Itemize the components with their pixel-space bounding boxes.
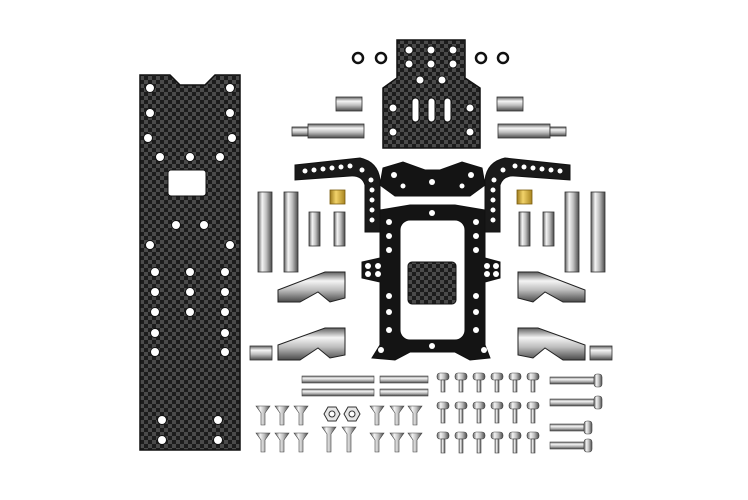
left-posts [257, 191, 346, 273]
right-posts [518, 191, 606, 273]
hex-nuts [323, 406, 361, 422]
upper-bridge-plate [379, 161, 486, 197]
main-chassis-plate [139, 74, 241, 451]
o-rings [351, 51, 510, 65]
top-front-plate [382, 39, 481, 149]
button-head-screws [436, 372, 540, 454]
long-screws [301, 373, 603, 453]
center-bulkhead-frame [361, 204, 501, 361]
right-knuckles [517, 271, 586, 361]
left-drilled-arm [294, 157, 381, 233]
left-knuckles [277, 271, 346, 361]
short-standoffs [335, 96, 524, 112]
right-drilled-arm [484, 157, 571, 233]
side-pins [249, 345, 613, 361]
brass-blocks [329, 189, 533, 205]
threaded-rods [291, 123, 567, 139]
countersunk-screws [255, 405, 423, 453]
